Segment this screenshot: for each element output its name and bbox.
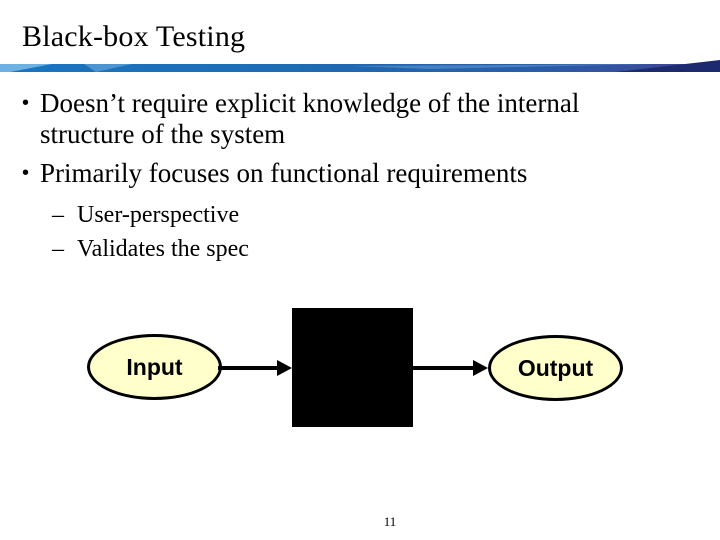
page-title: Black-box Testing <box>22 20 246 53</box>
input-node-ellipse: Input <box>87 334 222 400</box>
sub-bullet-marker: – <box>52 236 64 262</box>
bullet-text-line: Doesn’t require explicit knowledge of th… <box>40 88 580 118</box>
sub-bullet-list: – User-perspective – Validates the spec <box>52 198 249 266</box>
page-number: 11 <box>383 514 397 529</box>
sub-bullet-marker: – <box>52 202 64 228</box>
bullet-marker: • <box>22 92 30 114</box>
bullet-marker: • <box>22 162 30 184</box>
accent-bar-light-swoosh-left <box>0 64 52 72</box>
output-node-label: Output <box>517 354 594 381</box>
bullet-text: Primarily focuses on functional requirem… <box>40 158 527 189</box>
input-node-label: Input <box>126 353 183 380</box>
black-box-node <box>292 308 413 427</box>
bullet-text-line: Primarily focuses on functional requirem… <box>40 158 528 188</box>
accent-bar-light-swoosh-mid <box>350 64 650 69</box>
arrow-input-to-box-head-icon <box>277 360 292 376</box>
accent-bar-base <box>0 64 720 72</box>
sub-bullet-label: User-perspective <box>77 202 240 228</box>
bullet-text-line: structure of the system <box>40 119 286 149</box>
sub-bullet-label: Validates the spec <box>77 236 249 262</box>
arrow-box-to-output-head-icon <box>473 360 488 376</box>
arrow-box-to-output-line <box>411 366 474 370</box>
accent-bar-graphic <box>0 60 720 72</box>
bullet-item: • Doesn’t require explicit knowledge of … <box>22 88 579 150</box>
accent-bar-light-swoosh-left2 <box>84 64 132 72</box>
output-node-ellipse: Output <box>488 335 623 401</box>
accent-bar-dark-swoosh-right <box>615 60 720 72</box>
sub-bullet-item: – User-perspective <box>52 198 249 232</box>
sub-bullet-item: – Validates the spec <box>52 232 249 266</box>
bullet-item: • Primarily focuses on functional requir… <box>22 158 527 189</box>
arrow-input-to-box-line <box>218 366 278 370</box>
bullet-text: Doesn’t require explicit knowledge of th… <box>40 88 579 150</box>
